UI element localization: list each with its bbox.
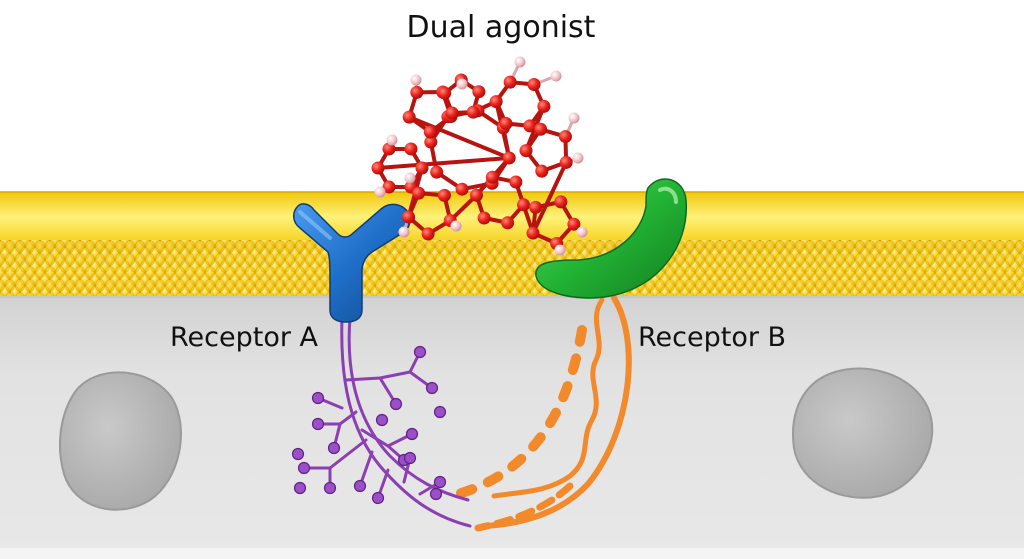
carbon-atom: [537, 99, 551, 113]
carbon-atom: [567, 217, 581, 231]
pathway-node: [405, 427, 419, 441]
hydrogen-atom: [404, 172, 416, 184]
carbon-atom: [455, 182, 469, 196]
carbon-atom: [523, 119, 537, 133]
carbon-atom: [519, 144, 533, 158]
carbon-atom: [485, 170, 499, 184]
pathway-node: [311, 417, 325, 431]
carbon-atom: [534, 122, 548, 136]
carbon-atom: [402, 210, 416, 224]
hydrogen-atom: [568, 112, 580, 124]
carbon-atom: [424, 135, 438, 149]
pathway-node: [371, 491, 385, 505]
pathway-b: [453, 295, 632, 532]
carbon-atom: [382, 142, 396, 156]
agonist-molecule-icon: [371, 56, 588, 256]
hydrogen-atom: [374, 186, 386, 198]
pathway-node: [311, 391, 325, 405]
carbon-atom: [423, 125, 437, 139]
carbon-atom: [412, 186, 426, 200]
pathway-node: [429, 487, 443, 501]
cytoplasm-bottom-edge: [0, 548, 1024, 559]
hydrogen-atom: [410, 74, 422, 86]
carbon-atom: [501, 216, 515, 230]
diagram-title: Dual agonist: [406, 10, 596, 45]
carbon-atom: [502, 151, 516, 165]
hydrogen-atom: [386, 134, 398, 146]
hydrogen-atom: [450, 220, 462, 232]
carbon-atom: [410, 85, 424, 99]
nucleus-blob-icon: [59, 371, 182, 511]
hydrogen-atom: [456, 78, 468, 90]
carbon-atom: [558, 130, 572, 144]
pathway-node: [297, 461, 311, 475]
carbon-atom: [382, 180, 396, 194]
carbon-atom: [517, 198, 531, 212]
carbon-atom: [477, 211, 491, 225]
receptor-a-label: Receptor A: [170, 322, 319, 353]
carbon-atom: [499, 116, 513, 130]
carbon-atom: [509, 175, 523, 189]
receptor-b-label: Receptor B: [638, 322, 787, 353]
pathway-a-nodes: [291, 345, 447, 505]
carbon-atom: [404, 142, 418, 156]
pathway-node: [323, 481, 337, 495]
pathway-node: [375, 413, 389, 427]
carbon-atom: [503, 75, 517, 89]
carbon-atom: [445, 106, 459, 120]
pathway-node: [293, 481, 307, 495]
pathway-node: [403, 451, 417, 465]
pathway-node: [433, 475, 447, 489]
carbon-atom: [421, 227, 435, 241]
pathway-node: [291, 447, 305, 461]
carbon-atom: [559, 155, 573, 169]
pathway-node: [433, 405, 447, 419]
carbon-atom: [430, 165, 444, 179]
carbon-atom: [402, 110, 416, 124]
hydrogen-atom: [398, 226, 410, 238]
nucleus-blob-icon: [792, 367, 934, 499]
crescent-receptor-icon: [535, 178, 688, 299]
carbon-atom: [527, 78, 541, 92]
carbon-atom: [489, 95, 503, 109]
carbon-atom: [469, 188, 483, 202]
pathway-node: [413, 345, 427, 359]
cell-membrane: [0, 191, 1024, 298]
carbon-atom: [526, 226, 540, 240]
carbon-atom: [371, 161, 385, 175]
carbon-atom: [415, 161, 429, 175]
pathway-node: [425, 381, 439, 395]
pathway-node: [353, 479, 367, 493]
hydrogen-atom: [514, 56, 526, 68]
carbon-atom: [529, 200, 543, 214]
carbon-atom: [438, 86, 452, 100]
carbon-atom: [466, 105, 480, 119]
hydrogen-atom: [576, 226, 588, 238]
y-receptor-icon: [293, 203, 411, 323]
hydrogen-atom: [572, 152, 584, 164]
carbon-atom: [535, 164, 549, 178]
carbon-atom: [554, 195, 568, 209]
carbon-atom: [472, 85, 486, 99]
carbon-atom: [437, 188, 451, 202]
pathway-node: [389, 397, 403, 411]
pathway-node: [327, 441, 341, 455]
hydrogen-atom: [554, 244, 566, 256]
hydrogen-atom: [550, 70, 562, 82]
